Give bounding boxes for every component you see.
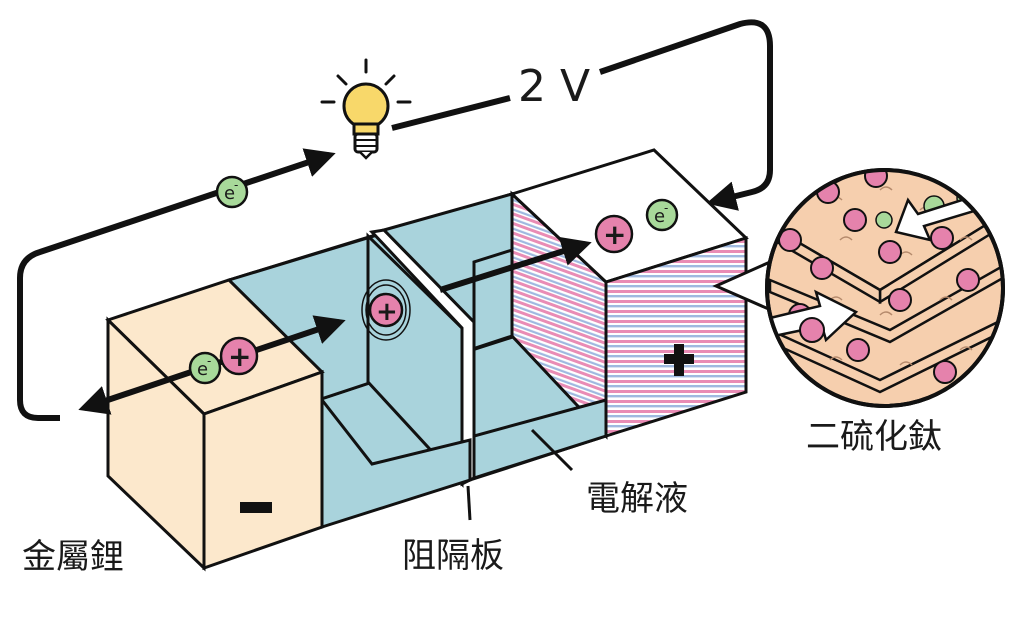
electron-on-wire: e - (215, 175, 249, 209)
cathode-front (604, 235, 748, 439)
svg-text:-: - (664, 201, 668, 215)
electrolyte-leader-line (530, 428, 574, 472)
svg-text:-: - (207, 354, 211, 368)
cathode-material-label: 二硫化鈦 (806, 417, 942, 457)
svg-text:+: + (376, 297, 398, 327)
electrolyte-label: 電解液 (586, 479, 688, 519)
titanium-disulfide-zoom (765, 168, 1005, 408)
positive-terminal-icon (664, 344, 694, 376)
external-circuit-wire (17, 19, 773, 421)
cathode-electron: e - (645, 198, 679, 232)
separator-label: 阻隔板 (402, 536, 504, 576)
svg-text:e: e (654, 206, 665, 227)
light-bulb-icon (320, 58, 412, 160)
anode-lithium-ion: + (219, 336, 259, 376)
zoom-ion-arrow (768, 289, 859, 343)
voltage-label: 2 V (518, 61, 590, 112)
svg-text:+: + (228, 340, 251, 373)
svg-text:-: - (234, 178, 238, 192)
ion-flow-arrow-right (439, 236, 592, 293)
separator-lithium-ion: + (361, 279, 411, 341)
anode-label: 金屬鋰 (22, 537, 124, 577)
separator-right-face (381, 192, 514, 326)
svg-text:e: e (224, 183, 235, 204)
anode-electron: e - (188, 351, 222, 385)
svg-text:+: + (603, 218, 626, 251)
cathode-lithium-ion: + (594, 214, 634, 254)
svg-text:e: e (197, 359, 208, 380)
negative-terminal-icon (240, 502, 272, 513)
separator-leader-line (466, 485, 472, 521)
